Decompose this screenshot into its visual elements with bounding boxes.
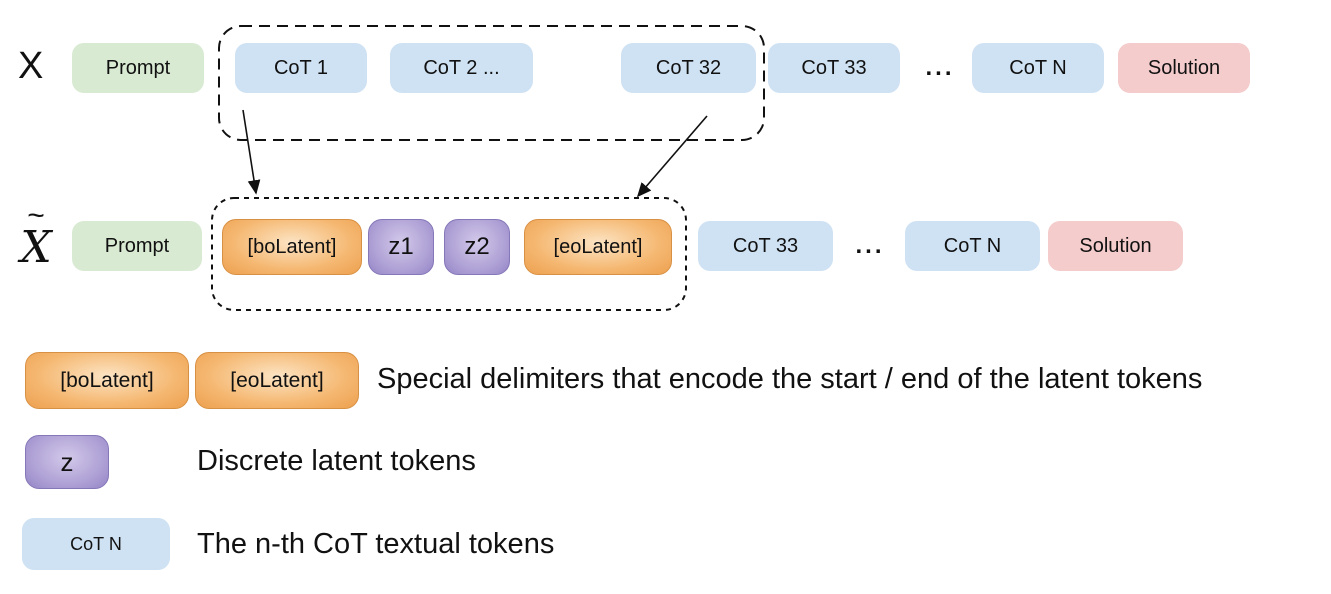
- row2-label: ~ X: [14, 199, 58, 273]
- row2-token-bolatent: [boLatent]: [222, 219, 362, 275]
- row1-token-prompt: Prompt: [72, 43, 204, 93]
- row1-token-cot-32: CoT 32: [621, 43, 756, 93]
- row2-token-cot-33: CoT 33: [698, 221, 833, 271]
- row2-token-prompt: Prompt: [72, 221, 202, 271]
- row2-token-cot-n: CoT N: [905, 221, 1040, 271]
- row1-token-cot-2-ellipsis: CoT 2 ...: [390, 43, 533, 93]
- row1-token-cot-1: CoT 1: [235, 43, 367, 93]
- dashed-group-latent: [211, 197, 687, 311]
- legend-desc-cot-tokens: The n-th CoT textual tokens: [197, 527, 555, 560]
- legend-box-bolatent: [boLatent]: [25, 352, 189, 409]
- legend-box-eolatent: [eoLatent]: [195, 352, 359, 409]
- dashed-group-cot-1-32: [218, 25, 765, 141]
- row1-token-solution: Solution: [1118, 43, 1250, 93]
- legend-desc-delimiters: Special delimiters that encode the start…: [377, 363, 1203, 395]
- compress-arrow-right: [636, 115, 708, 198]
- row1-label: X: [18, 45, 44, 87]
- legend-desc-latent-tokens: Discrete latent tokens: [197, 444, 476, 477]
- row2-ellipsis: ...: [855, 232, 885, 259]
- row2-token-solution: Solution: [1048, 221, 1183, 271]
- row2-token-z1: z1: [368, 219, 434, 275]
- row1-token-cot-n: CoT N: [972, 43, 1104, 93]
- row2-token-z2: z2: [444, 219, 510, 275]
- compress-arrow-left: [242, 109, 261, 195]
- row1-token-cot-33: CoT 33: [768, 43, 900, 93]
- legend-box-z: z: [25, 435, 109, 489]
- row1-ellipsis: ...: [925, 54, 955, 81]
- legend-box-cot-n: CoT N: [22, 518, 170, 570]
- row2-token-eolatent: [eoLatent]: [524, 219, 672, 275]
- row2-label-tilde: ~: [27, 199, 45, 232]
- row2-label-x: X: [20, 222, 52, 273]
